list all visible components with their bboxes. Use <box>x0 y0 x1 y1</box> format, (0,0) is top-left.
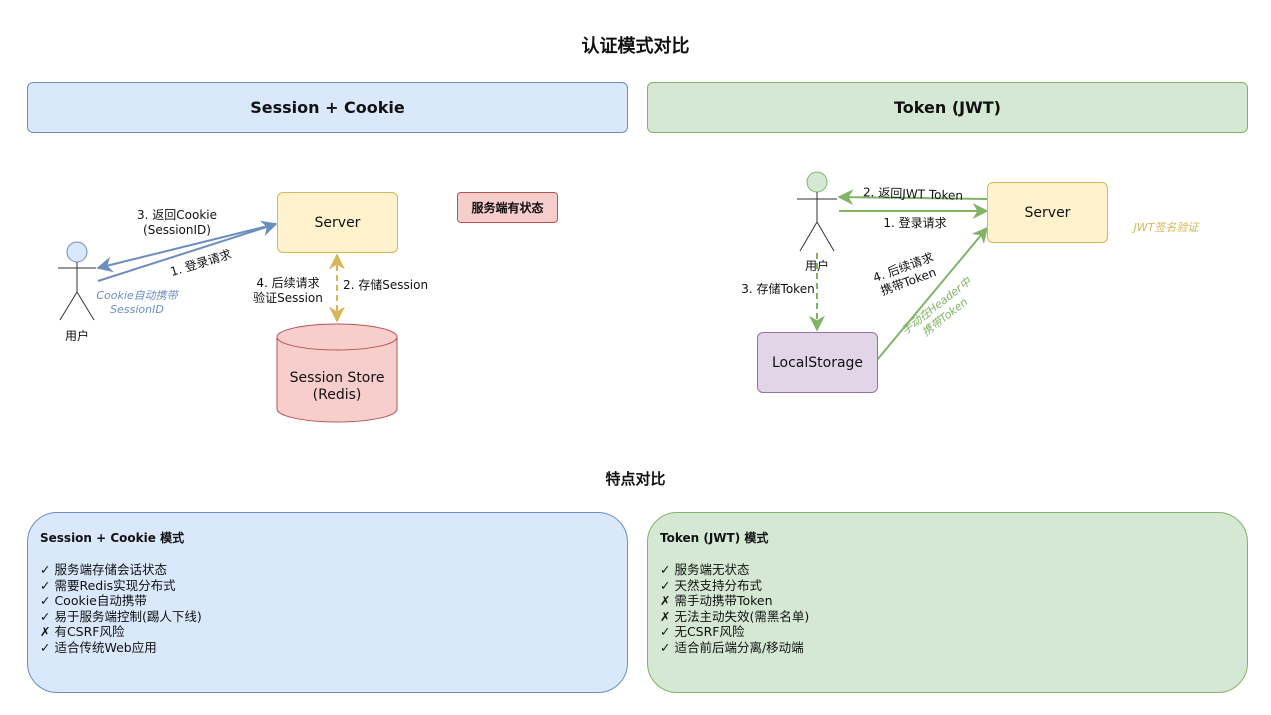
followup-request-arrow-right <box>876 226 989 361</box>
stateful-tag: 服务端有状态 <box>457 192 558 223</box>
list-item: ✓ 需要Redis实现分布式 <box>40 577 176 593</box>
list-item: ✗ 需手动携带Token <box>660 593 773 609</box>
store-session-label: 2. 存储Session <box>343 278 429 292</box>
return-jwt-arrow <box>837 189 988 206</box>
list-item: ✓ 服务端存储会话状态 <box>40 562 167 577</box>
user-actor-left <box>58 241 96 321</box>
return-cookie-arrow <box>96 223 277 273</box>
token-features-card: Token (JWT) 模式 ✓ 服务端无状态 ✓ 天然支持分布式 ✗ 需手动携… <box>647 512 1248 693</box>
list-item: ✓ Cookie自动携带 <box>40 593 147 609</box>
list-item: ✓ 服务端无状态 <box>660 562 750 577</box>
token-features-title: Token (JWT) 模式 <box>660 531 769 545</box>
session-store-redis: (Redis) <box>312 387 362 403</box>
session-features-title: Session + Cookie 模式 <box>40 531 185 545</box>
auto-cookie-line1: Cookie自动携带 <box>96 289 178 302</box>
followup-label-left: 4. 后续请求 验证Session <box>246 276 330 306</box>
return-cookie-text: 3. 返回Cookie <box>137 208 217 222</box>
features-title: 特点对比 <box>605 470 666 488</box>
followup-text-left: 4. 后续请求 <box>256 276 320 290</box>
page-title: 认证模式对比 <box>581 36 690 57</box>
list-item: ✓ 天然支持分布式 <box>660 577 762 593</box>
store-token-label: 3. 存储Token <box>741 282 815 296</box>
user-actor-right <box>797 171 837 252</box>
session-features-card: Session + Cookie 模式 ✓ 服务端存储会话状态 ✓ 需要Redi… <box>27 512 628 693</box>
return-cookie-label: 3. 返回Cookie (SessionID) <box>117 208 237 238</box>
user-label-left: 用户 <box>64 329 89 343</box>
list-item: ✗ 有CSRF风险 <box>40 624 125 640</box>
login-request-arrow-left <box>97 220 278 282</box>
list-item: ✓ 无CSRF风险 <box>660 624 745 640</box>
list-item: ✗ 无法主动失效(需黑名单) <box>660 608 810 624</box>
jwt-verify-note: JWT签名验证 <box>1133 221 1199 234</box>
server-box-right: Server <box>987 182 1108 243</box>
token-jwt-header: Token (JWT) <box>647 82 1248 133</box>
list-item: ✓ 适合传统Web应用 <box>40 639 157 655</box>
verify-session-text: 验证Session <box>253 291 323 305</box>
session-store-label: Session Store (Redis) <box>277 370 397 404</box>
localstorage-box: LocalStorage <box>757 332 878 393</box>
user-label-right: 用户 <box>804 259 829 273</box>
auto-cookie-line2: SessionID <box>110 303 164 316</box>
session-store-cylinder <box>276 323 398 423</box>
list-item: ✓ 适合前后端分离/移动端 <box>660 639 804 655</box>
login-request-label-right: 1. 登录请求 <box>883 216 947 230</box>
token-features-list: ✓ 服务端无状态 ✓ 天然支持分布式 ✗ 需手动携带Token ✗ 无法主动失效… <box>660 562 1235 656</box>
session-cookie-header: Session + Cookie <box>27 82 628 133</box>
auto-cookie-note: Cookie自动携带 SessionID <box>92 289 182 317</box>
session-features-list: ✓ 服务端存储会话状态 ✓ 需要Redis实现分布式 ✓ Cookie自动携带 … <box>40 562 615 656</box>
list-item: ✓ 易于服务端控制(踢人下线) <box>40 608 202 624</box>
session-store-name: Session Store <box>289 370 385 386</box>
session-id-text: (SessionID) <box>143 223 211 237</box>
server-box-left: Server <box>277 192 398 253</box>
